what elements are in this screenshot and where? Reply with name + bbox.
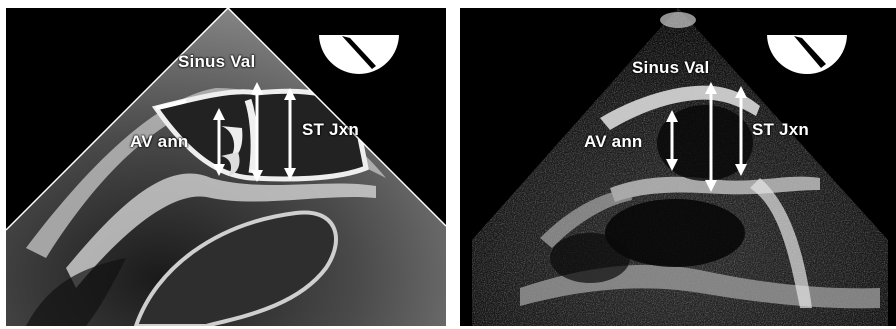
sinus-val-label: Sinus Val (178, 52, 255, 72)
probe-orientation-icon (318, 34, 400, 75)
echo-panel: Sinus Val AV ann ST Jxn (460, 8, 896, 326)
sinus-val-label: Sinus Val (632, 58, 709, 78)
echo-image (460, 8, 896, 326)
av-ann-label: AV ann (130, 132, 189, 152)
st-jxn-label: ST Jxn (302, 120, 359, 140)
probe-orientation-icon (766, 34, 848, 75)
schematic-panel: Sinus Val AV ann ST Jxn (6, 8, 446, 326)
av-ann-label: AV ann (584, 132, 643, 152)
st-jxn-label: ST Jxn (752, 120, 809, 140)
